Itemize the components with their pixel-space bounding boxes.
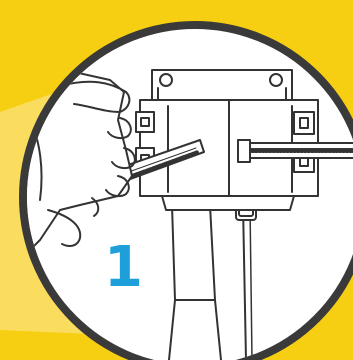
step-number-label: 1 [104, 240, 143, 296]
sensor-housing-icon [136, 70, 318, 210]
cable-tie-right-icon [238, 140, 353, 162]
